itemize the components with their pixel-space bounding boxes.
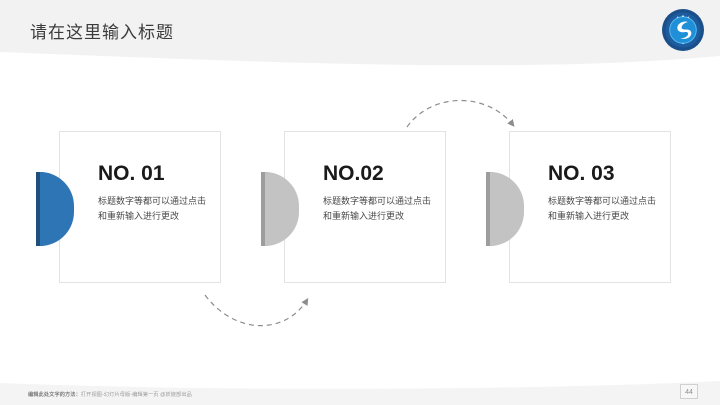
card-no-03[interactable]: NO. 03 标题数字等都可以通过点击和重新输入进行更改 xyxy=(486,131,671,283)
card-number-3: NO. 03 xyxy=(548,162,615,185)
footer-hint-body: 打开视图-幻灯片母版-编辑第一页 @妖娆部出品 xyxy=(80,392,192,398)
accent-half-circle xyxy=(490,172,524,246)
company-logo xyxy=(661,8,705,52)
card-accent-semicircle-3 xyxy=(486,172,531,246)
footer-band xyxy=(0,377,720,405)
accent-bar xyxy=(486,172,493,246)
card-number-2: NO.02 xyxy=(323,162,384,185)
accent-bar xyxy=(261,172,268,246)
arrow-card1-to-card2 xyxy=(204,294,309,327)
arrow-card2-to-card3 xyxy=(406,99,515,128)
footer-hint: 编辑此处文字的方法：打开视图-幻灯片母版-编辑第一页 @妖娆部出品 xyxy=(28,391,192,398)
footer-hint-label: 编辑此处文字的方法： xyxy=(28,392,81,398)
card-number-1: NO. 01 xyxy=(98,162,165,185)
accent-bar xyxy=(36,172,43,246)
card-description-3: 标题数字等都可以通过点击和重新输入进行更改 xyxy=(548,196,657,221)
card-no-02[interactable]: NO.02 标题数字等都可以通过点击和重新输入进行更改 xyxy=(261,131,446,283)
page-title: 请在这里输入标题 xyxy=(30,23,174,42)
card-no-01[interactable]: NO. 01 标题数字等都可以通过点击和重新输入进行更改 xyxy=(36,131,221,283)
card-description-2: 标题数字等都可以通过点击和重新输入进行更改 xyxy=(323,196,432,221)
card-accent-semicircle-1 xyxy=(36,172,81,246)
card-accent-semicircle-2 xyxy=(261,172,306,246)
accent-half-circle xyxy=(40,172,74,246)
card-description-1: 标题数字等都可以通过点击和重新输入进行更改 xyxy=(98,196,207,221)
page-number-badge: 44 xyxy=(680,384,698,399)
accent-half-circle xyxy=(265,172,299,246)
logo-emblem-icon xyxy=(662,9,704,51)
